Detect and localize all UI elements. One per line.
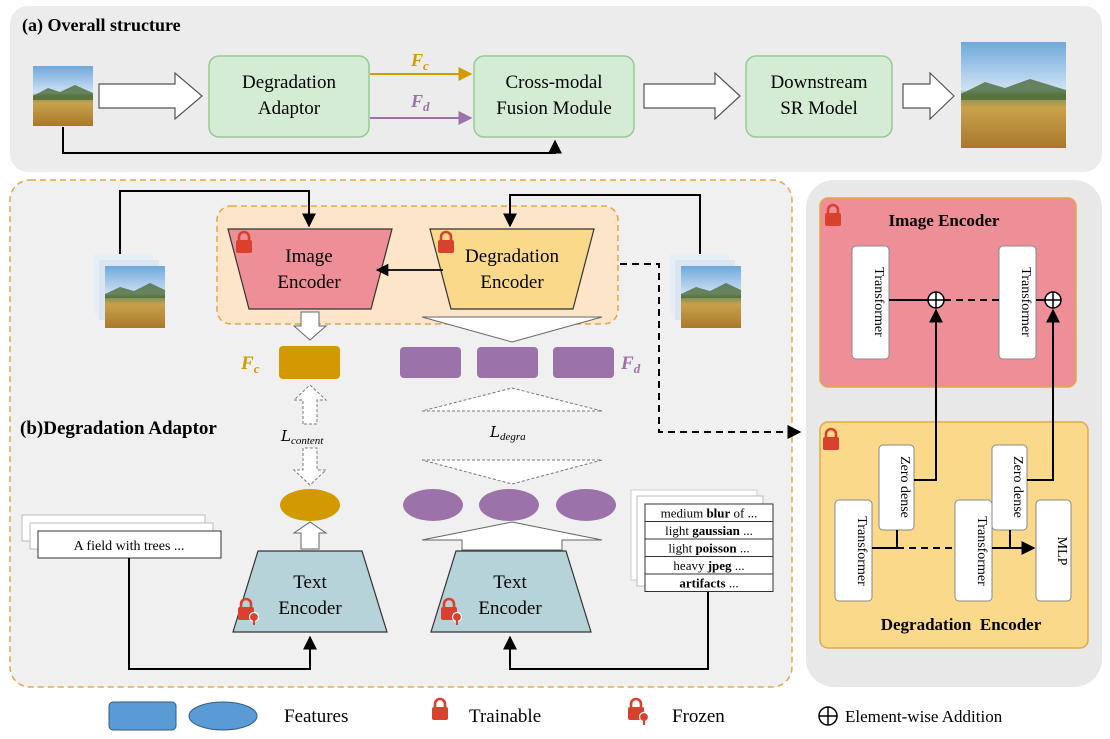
degradation-encoder-trapezoid (429, 228, 595, 310)
downstream-label-2: SR Model (780, 98, 858, 119)
fd-feature-rect-1 (400, 347, 461, 378)
dashed-down-arrow-content (292, 447, 328, 486)
degradation-encoder-label-1: Degradation (465, 246, 559, 267)
transformer-block-4 (954, 499, 993, 602)
prompt-text: artifacts ... (679, 576, 738, 591)
legend-trainable-label: Trainable (469, 706, 541, 727)
input-image-stack-left (93, 254, 165, 328)
input-image-a (33, 66, 93, 126)
legend-feature-ellipse (188, 701, 258, 731)
downstream-sr-box (745, 55, 893, 138)
image-encoder-label-2: Encoder (277, 272, 341, 293)
transformer-block-1 (851, 245, 890, 360)
text-encoder-left-label-2: Encoder (278, 598, 342, 619)
dashed-up-funnel-degra (421, 387, 603, 412)
loss-content: Lcontent (280, 427, 324, 447)
image-encoder-trapezoid (227, 228, 393, 310)
transformer-label-1: Transformer (871, 267, 886, 337)
zero-dense-to-add-2 (1027, 308, 1060, 481)
output-image-a (961, 42, 1066, 148)
image-encoder-detail-title: Image Encoder (889, 211, 1000, 230)
hollow-down-arrow-fc (292, 311, 328, 341)
dashed-up-arrow-content (292, 384, 328, 425)
caption-text: A field with trees ... (74, 539, 185, 554)
legend-features-label: Features (284, 706, 348, 727)
cross-modal-label-2: Fusion Module (496, 98, 612, 119)
element-wise-addition-icon (927, 291, 945, 309)
text-encoder-left-label-1: Text (293, 572, 327, 593)
fd-label-b: Fd (620, 353, 641, 376)
prompt-row (644, 573, 774, 592)
degradation-encoder-detail-title: Degradation Encoder (881, 615, 1042, 634)
text-encoder-right (430, 550, 592, 633)
transformer-block-3 (834, 499, 873, 602)
cross-modal-label-1: Cross-modal (505, 72, 602, 93)
hollow-arrow-1 (98, 71, 203, 121)
degradation-adaptor-box (208, 55, 370, 138)
text-feature-ellipse-d1 (403, 489, 463, 521)
input-image-stack-right (669, 254, 741, 328)
dashed-down-funnel-degra (421, 459, 603, 485)
transformer-label-2: Transformer (1018, 267, 1033, 337)
prompts-to-text-encoder-arrow (503, 592, 709, 670)
skip-connection-a (62, 127, 562, 154)
legend-addition-label: Element-wise Addition (845, 707, 1003, 726)
transformer-label-3: Transformer (854, 516, 869, 586)
prompt-stack: medium blur of ... light gaussian ... ligh… (644, 503, 774, 592)
dashed-link-to-detail (620, 263, 802, 439)
loss-degra: Ldegra (489, 423, 526, 443)
text-feature-ellipse-d2 (479, 489, 539, 521)
prompt-text: light gaussian ... (665, 523, 753, 538)
panel-b-title: (b)Degradation Adaptor (20, 418, 217, 439)
element-wise-addition-icon (1044, 291, 1062, 309)
text-feature-ellipse-d3 (556, 489, 616, 521)
zero-dense-label-1: Zero dense (897, 456, 912, 518)
fd-feature-rect-2 (477, 347, 538, 378)
left-input-arrow (119, 190, 316, 254)
fc-label-a: Fc (410, 50, 429, 73)
image-encoder-label-1: Image (285, 246, 332, 267)
prompt-text: medium blur of ... (661, 506, 758, 521)
zero-dense-label-2: Zero dense (1010, 456, 1025, 518)
hollow-arrow-3 (902, 71, 955, 121)
hollow-down-funnel-fd (421, 316, 603, 343)
degradation-encoder-label-2: Encoder (480, 272, 544, 293)
text-feature-ellipse-c (280, 489, 340, 521)
zero-dense-to-add-1 (914, 308, 943, 481)
hollow-up-arrow-text-c (292, 521, 328, 550)
legend-frozen-label: Frozen (672, 706, 725, 727)
legend-trainable-icon (430, 697, 450, 722)
panel-a-title: (a) Overall structure (22, 15, 181, 36)
legend-frozen-icon (626, 697, 650, 727)
hollow-arrow-2 (643, 71, 741, 121)
caption-to-text-encoder-arrow (128, 558, 317, 670)
degradation-adaptor-label-2: Adaptor (258, 98, 321, 119)
hollow-up-funnel-text-d (421, 521, 603, 551)
degradation-adaptor-label-1: Degradation (242, 72, 336, 93)
legend-feature-rect (108, 701, 177, 731)
mlp-block (1035, 499, 1072, 602)
right-input-arrow (503, 194, 701, 254)
fd-feature-rect-3 (553, 347, 614, 378)
text-encoder-right-label-1: Text (493, 572, 527, 593)
transformer-block-2 (998, 245, 1037, 360)
transformer-label-4: Transformer (974, 516, 989, 586)
fd-label-a: Fd (410, 91, 430, 114)
prompt-text: light poisson ... (668, 541, 749, 556)
fc-feature-rect (279, 346, 340, 379)
downstream-label-1: Downstream (770, 72, 867, 93)
text-encoder-right-label-2: Encoder (478, 598, 542, 619)
prompt-text: heavy jpeg ... (673, 558, 744, 573)
fc-label-b: Fc (240, 353, 260, 376)
caption-stack (21, 514, 222, 559)
legend-addition-icon (818, 706, 838, 726)
mlp-label: MLP (1054, 537, 1069, 566)
cross-modal-fusion-box (473, 55, 635, 138)
